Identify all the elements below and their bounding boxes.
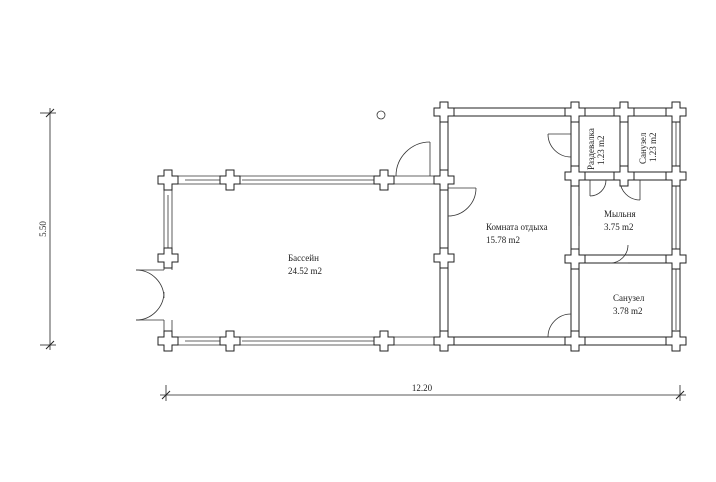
dimension-width-label: 12.20 — [412, 383, 433, 393]
room-toilet-large: Санузел 3.78 m2 — [613, 293, 645, 316]
marker-circle — [376, 110, 386, 120]
room-name: Мыльня — [604, 209, 636, 219]
room-area: 3.78 m2 — [613, 306, 643, 316]
room-name: Бассейн — [288, 253, 319, 263]
room-area: 3.75 m2 — [604, 222, 634, 232]
dimension-vertical: 5.50 — [38, 108, 56, 350]
room-area: 24.52 m2 — [288, 266, 322, 276]
room-area: 1.23 m2 — [596, 135, 606, 165]
doors — [395, 133, 641, 338]
room-rest: Комната отдыха 15.78 m2 — [486, 222, 548, 245]
room-name: Санузел — [613, 293, 645, 303]
room-name: Раздевалка — [586, 128, 596, 170]
room-name: Комната отдыха — [486, 222, 548, 232]
room-name: Санузел — [638, 132, 648, 164]
dimension-horizontal: 12.20 — [160, 383, 686, 401]
corner-crosses — [157, 101, 687, 352]
room-pool: Бассейн 24.52 m2 — [288, 253, 322, 276]
room-area: 1.23 m2 — [648, 132, 658, 162]
room-area: 15.78 m2 — [486, 235, 520, 245]
room-toilet-small: Санузел 1.23 m2 — [638, 132, 658, 164]
room-washing: Мыльня 3.75 m2 — [604, 209, 636, 232]
dimension-height-label: 5.50 — [38, 221, 48, 237]
pool-entry-door — [135, 269, 165, 321]
room-changing: Раздевалка 1.23 m2 — [586, 128, 606, 170]
